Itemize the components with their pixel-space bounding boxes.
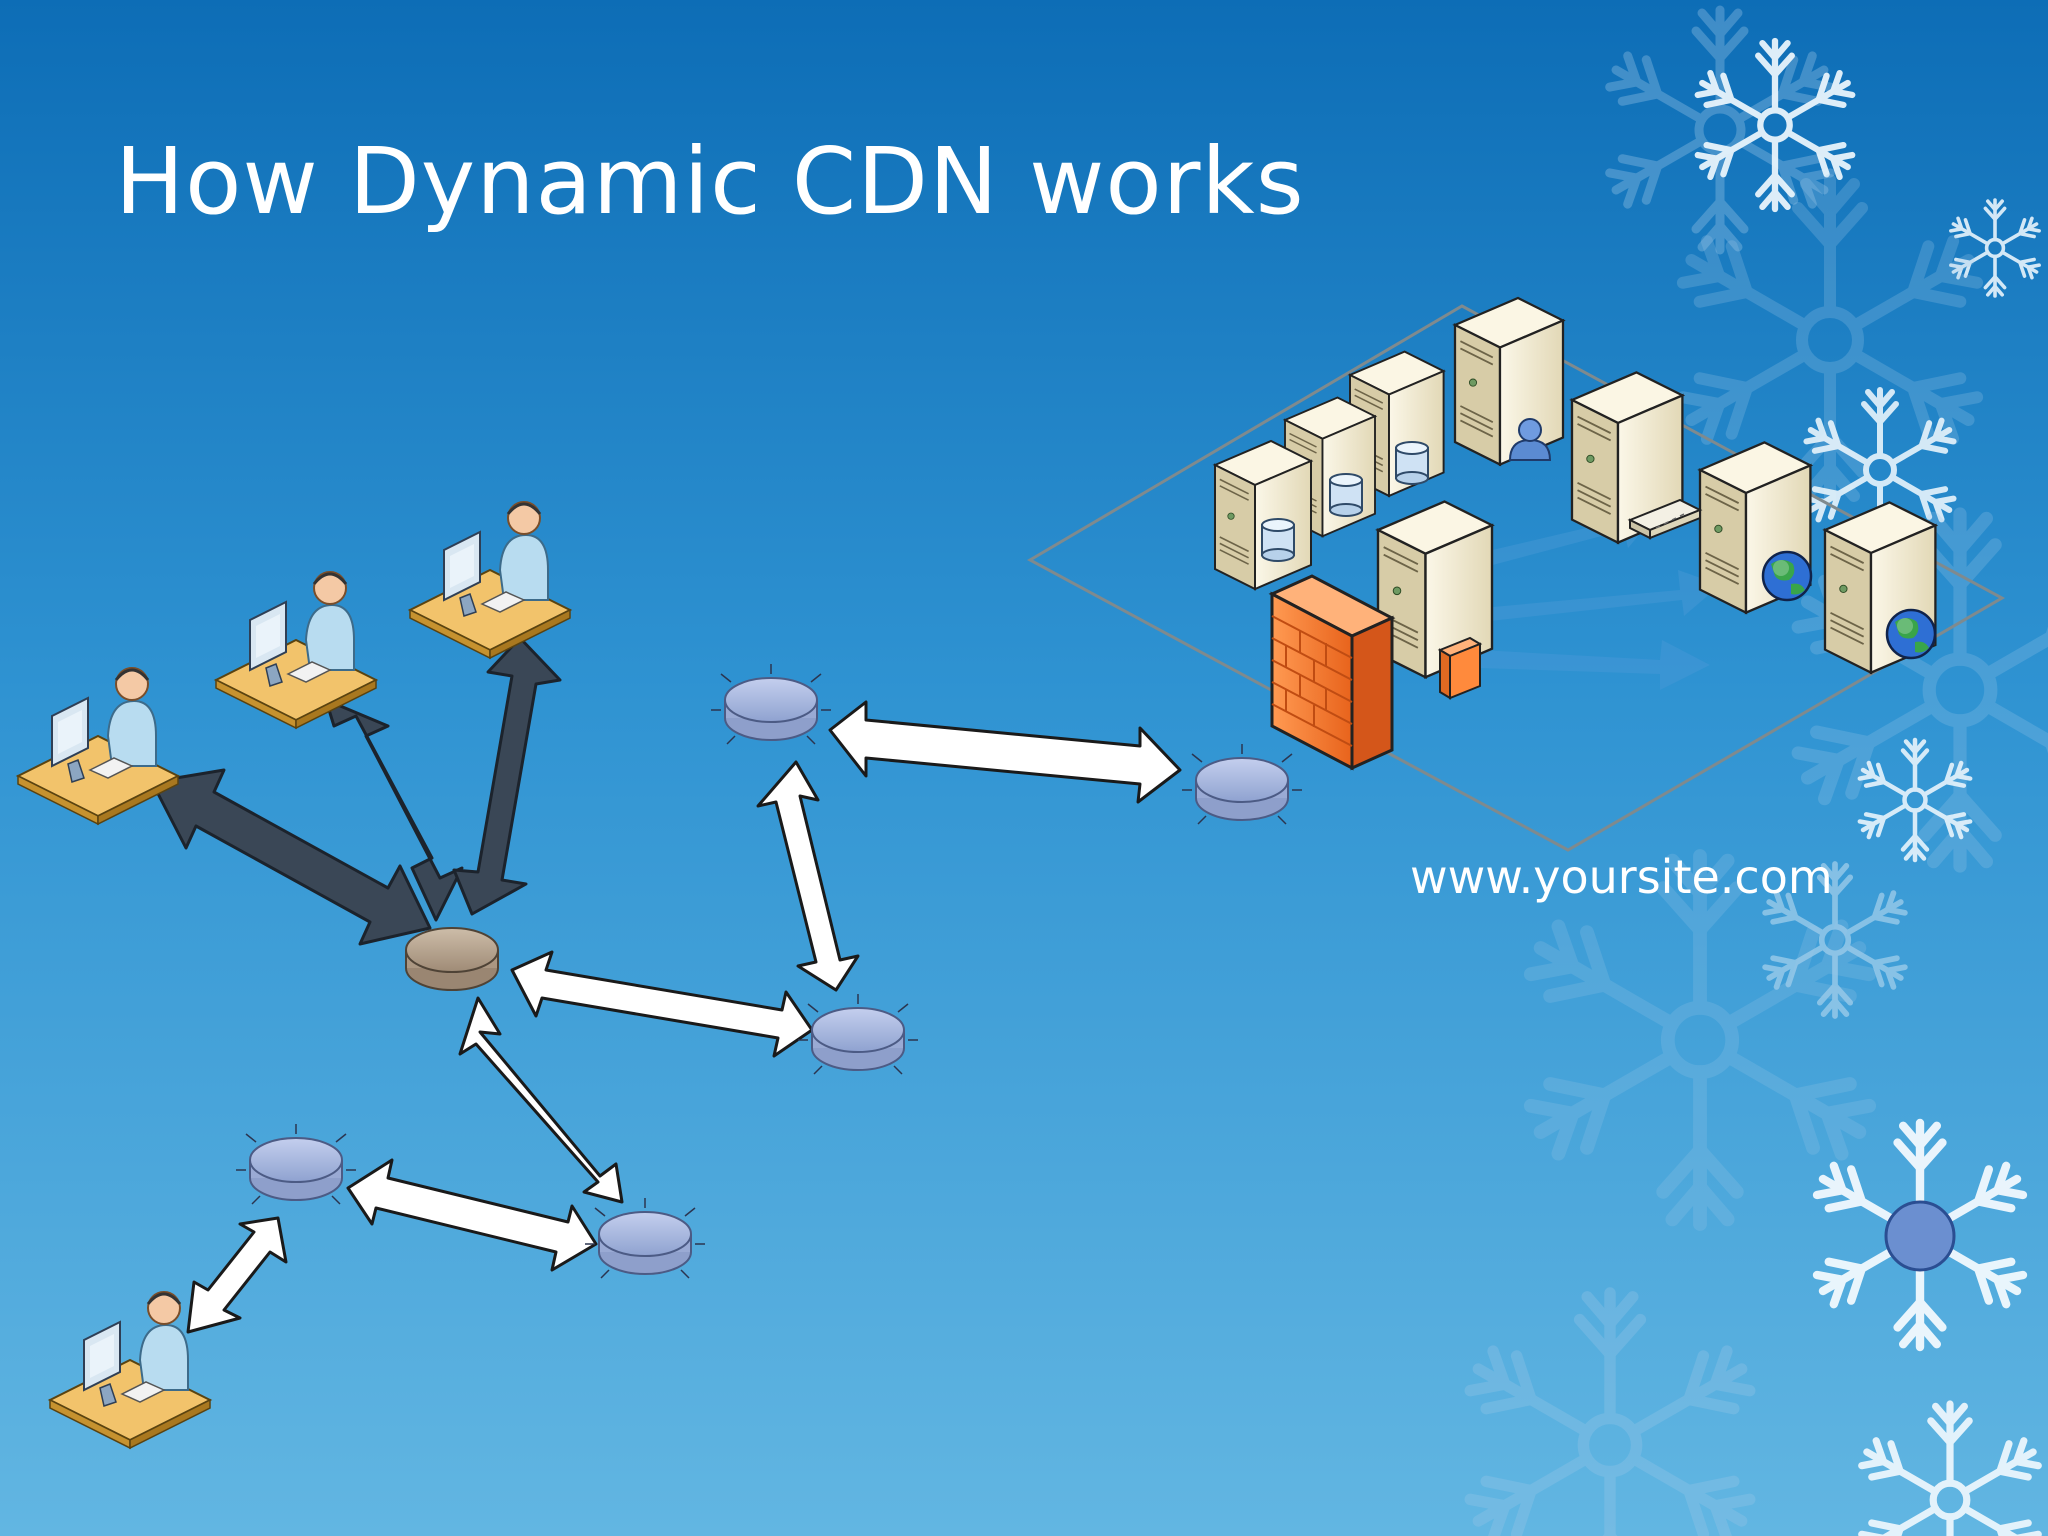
globe-icon [1761, 550, 1813, 602]
server-icon [1453, 296, 1565, 466]
network-arrow [828, 700, 1182, 804]
internal-arrows [1450, 500, 1720, 690]
database-icon [1395, 441, 1429, 485]
client-arrow [324, 698, 464, 922]
server-group-databases [1213, 296, 1565, 591]
firewall-icon [1268, 574, 1396, 771]
datacenter-platform [1026, 304, 2006, 852]
server-group-web [1570, 371, 1937, 674]
snowflake-decorations [1463, 10, 2048, 1536]
origin-datacenter [1026, 296, 2006, 852]
small-firewall-icon [1437, 636, 1483, 700]
database-icon [1261, 518, 1295, 562]
user-icon [1508, 418, 1552, 461]
switch-icon [1627, 498, 1703, 540]
network-arrow [186, 1216, 288, 1334]
slide-title: How Dynamic CDN works [115, 128, 1305, 235]
edge-node-central [405, 927, 499, 991]
client-arrow [150, 768, 432, 946]
origin-site-label: www.yoursite.com [1410, 850, 1833, 904]
database-icon [1329, 473, 1363, 517]
server-group-gateway [1268, 500, 1494, 771]
network-arrow [346, 1158, 598, 1272]
globe-icon [1885, 608, 1937, 660]
client-arrows [150, 636, 562, 946]
network-arrow [458, 996, 624, 1204]
snowflake-center [1884, 1200, 1956, 1272]
client-arrow [452, 636, 562, 916]
network-arrows [186, 700, 1182, 1334]
server-icon [1213, 439, 1313, 591]
network-arrow [756, 760, 860, 992]
